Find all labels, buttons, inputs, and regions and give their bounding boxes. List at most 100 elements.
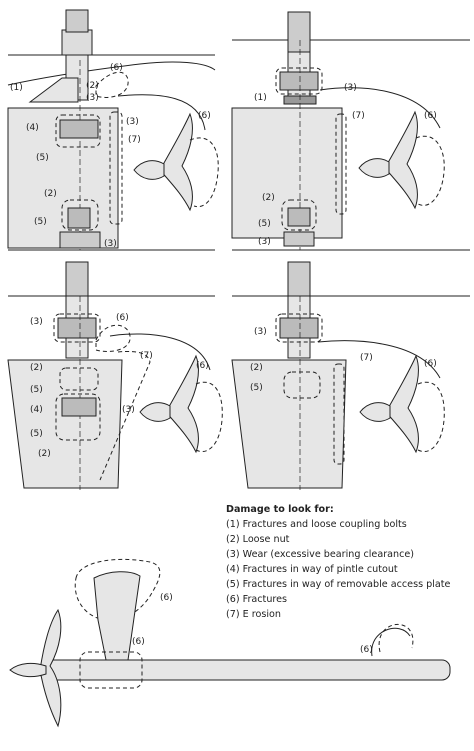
zone-2-5: [283, 371, 321, 399]
rudder-blade: [231, 107, 343, 239]
propeller: [139, 355, 199, 453]
stock-head: [287, 11, 311, 53]
callout-2: (2): [262, 193, 275, 203]
zone-7: [109, 111, 123, 225]
heel: [283, 231, 315, 247]
zone-6-prop: [417, 381, 445, 452]
legend-item-1: (1) Fractures and loose coupling bolts: [226, 519, 407, 530]
callout-2: (2): [44, 189, 57, 199]
rudder-blade: [7, 359, 123, 489]
zone-3: [53, 313, 101, 343]
zone-3: [275, 67, 323, 95]
hull-skeg: [319, 87, 441, 129]
zone-6-top: [95, 324, 131, 352]
callout-2: (2): [250, 363, 263, 373]
zone-6-strut-top: [74, 558, 161, 622]
callout-7: (7): [140, 351, 153, 361]
hull-skeg: [317, 340, 441, 379]
callout-2: (2): [86, 81, 99, 91]
panel-top-right: (3) (1) (7) (6) (2) (5) (3): [231, 11, 470, 251]
zone-6-bearing: [79, 651, 143, 689]
callout-5: (5): [36, 153, 49, 163]
zone-3: [275, 313, 323, 343]
zone-6-prop: [415, 135, 445, 206]
callout-3: (3): [122, 405, 135, 415]
zone-5-upper: [59, 367, 99, 391]
callout-2: (2): [38, 449, 51, 459]
callout-6: (6): [160, 593, 173, 603]
legend-title: Damage to look for:: [226, 504, 334, 515]
callout-3: (3): [126, 117, 139, 127]
callout-7: (7): [352, 111, 365, 121]
zone-5-lower: [61, 199, 99, 231]
callout-3: (3): [86, 93, 99, 103]
callout-1: (1): [254, 93, 267, 103]
panel-middle-right: (3) (7) (6) (2) (5): [231, 261, 470, 490]
callout-4: (4): [26, 123, 39, 133]
legend-item-3: (3) Wear (excessive bearing clearance): [226, 549, 415, 560]
legend-item-2: (2) Loose nut: [226, 534, 290, 545]
zone-6-prop: [189, 137, 219, 208]
upper-bearing: [57, 317, 97, 339]
legend-item-5: (5) Fractures in way of removable access…: [226, 579, 451, 590]
zone-6-shaft-end: [378, 623, 414, 653]
callout-6: (6): [110, 63, 123, 73]
legend-item-7: (7) E rosion: [226, 609, 281, 620]
panel-middle-left: (3) (6) (7) (6) (2) (5) (4) (3) (5) (2): [7, 261, 223, 490]
panel-bottom-shaft: (6) (6) (6): [9, 558, 451, 728]
callout-6: (6): [116, 313, 129, 323]
callout-3: (3): [254, 327, 267, 337]
heel-bearing: [59, 231, 101, 249]
pintle-lower: [287, 207, 311, 227]
callout-1: (1): [10, 83, 23, 93]
pintle: [61, 397, 97, 417]
shaft-propeller: [9, 608, 62, 728]
callout-6: (6): [132, 637, 145, 647]
shaft-end-bracket: [371, 627, 411, 657]
upper-bearing: [279, 317, 319, 339]
callout-7: (7): [360, 353, 373, 363]
propeller: [133, 113, 193, 211]
callout-6: (6): [198, 111, 211, 121]
callout-6: (6): [424, 359, 437, 369]
stock-head: [65, 261, 89, 297]
legend-item-4: (4) Fractures in way of pintle cutout: [226, 564, 398, 575]
callout-6: (6): [196, 361, 209, 371]
zone-7: [335, 113, 347, 215]
zone-6-prop: [195, 381, 223, 452]
callout-5: (5): [34, 217, 47, 227]
hull-skeg: [117, 94, 206, 131]
zone-5-upper: [55, 114, 101, 148]
callout-5: (5): [30, 385, 43, 395]
callout-6: (6): [360, 645, 373, 655]
callout-3: (3): [104, 239, 117, 249]
stock-head: [65, 9, 89, 33]
zone-7: [99, 351, 151, 481]
legend-item-6: (6) Fractures: [226, 594, 288, 605]
propeller-shaft: [39, 659, 451, 681]
callout-5: (5): [30, 429, 43, 439]
hull-curve: [7, 61, 216, 86]
zone-5: [281, 199, 317, 231]
callout-2: (2): [30, 363, 43, 373]
pintle-upper: [59, 119, 99, 139]
callout-6: (6): [424, 111, 437, 121]
callout-3: (3): [30, 317, 43, 327]
callout-3: (3): [258, 237, 271, 247]
zone-6-top: [95, 71, 129, 98]
legend: Damage to look for: (1) Fractures and lo…: [226, 502, 471, 622]
panel-top-left: (1) (2) (3) (6) (4) (5) (3) (7) (6) (2) …: [7, 9, 219, 251]
callout-5: (5): [258, 219, 271, 229]
callout-4: (4): [30, 405, 43, 415]
rudder-stock-top: [61, 29, 93, 56]
upper-bearing: [279, 71, 319, 91]
zone-4-5: [55, 393, 101, 441]
coupling-flange: [28, 77, 79, 103]
callout-5: (5): [250, 383, 263, 393]
rudder-blade: [231, 359, 347, 489]
hull-skeg: [109, 333, 211, 371]
stock-head: [287, 261, 311, 297]
pintle-lower: [67, 207, 91, 229]
zone-7: [333, 363, 345, 465]
